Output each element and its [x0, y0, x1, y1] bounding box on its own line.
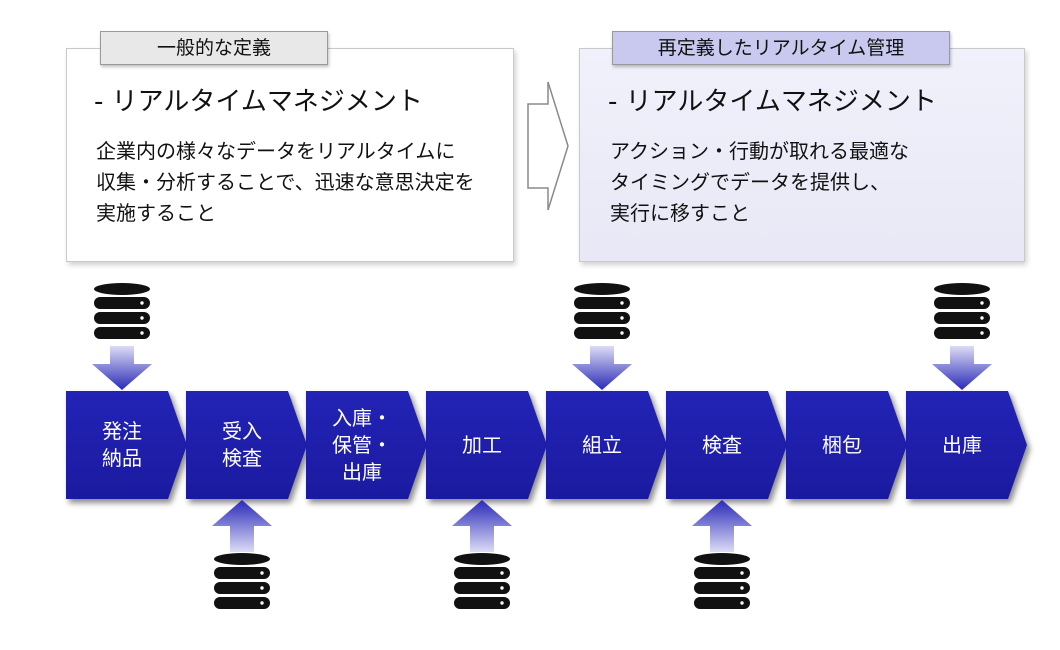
transition-arrow-icon [527, 81, 569, 211]
process-step: 入庫・ 保管・ 出庫 [306, 391, 428, 499]
database-icon [214, 553, 270, 609]
process-step-label: 入庫・ 保管・ 出庫 [332, 405, 392, 484]
data-down-arrow-icon [572, 346, 632, 390]
process-step-label: 組立 [582, 432, 622, 457]
data-down-arrow-icon [92, 346, 152, 390]
process-step-label: 加工 [462, 432, 502, 457]
process-step: 出庫 [906, 391, 1028, 499]
data-up-arrow-icon [452, 500, 512, 552]
database-icon [574, 283, 630, 339]
database-icon [934, 283, 990, 339]
redefined-definition-panel [579, 48, 1025, 262]
process-step-label: 検査 [702, 432, 742, 457]
general-definition-heading: - リアルタイムマネジメント [94, 87, 423, 117]
process-step-label: 発注 納品 [102, 419, 142, 470]
database-icon [94, 283, 150, 339]
database-icon [454, 553, 510, 609]
redefined-definition-heading: - リアルタイムマネジメント [608, 87, 937, 117]
process-step: 検査 [666, 391, 788, 499]
process-step: 受入 検査 [186, 391, 308, 499]
general-definition-text: 企業内の様々なデータをリアルタイムに 収集・分析することで、迅速な意思決定を 実… [96, 139, 475, 225]
redefined-definition-tab: 再定義したリアルタイム管理 [612, 31, 950, 65]
process-step-label: 梱包 [822, 432, 862, 457]
general-definition-panel [66, 48, 514, 262]
process-step: 梱包 [786, 391, 908, 499]
data-up-arrow-icon [212, 500, 272, 552]
process-step: 発注 納品 [66, 391, 188, 499]
redefined-definition-text: アクション・行動が取れる最適な タイミングでデータを提供し、 実行に移すこと [610, 139, 909, 225]
process-step-label: 受入 検査 [222, 419, 262, 470]
data-down-arrow-icon [932, 346, 992, 390]
data-up-arrow-icon [692, 500, 752, 552]
database-icon [694, 553, 750, 609]
process-step: 加工 [426, 391, 548, 499]
process-step-label: 出庫 [942, 432, 982, 457]
process-step: 組立 [546, 391, 668, 499]
general-definition-tab: 一般的な定義 [100, 31, 328, 65]
